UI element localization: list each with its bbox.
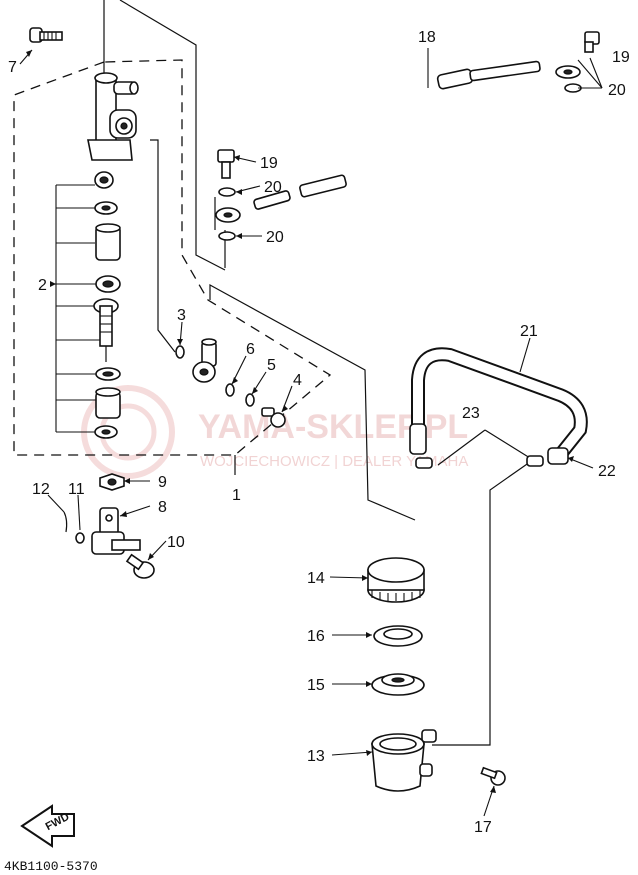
callout-23: 23 (462, 405, 480, 422)
callout-20-right: 20 (608, 82, 626, 99)
reservoir-hose-21 (409, 347, 588, 469)
callout-14: 14 (307, 570, 325, 587)
callout-12: 12 (32, 481, 50, 498)
callout-4: 4 (293, 372, 302, 389)
callout-1: 1 (232, 487, 241, 504)
reservoir-cap-14 (367, 557, 425, 603)
callout-labels: 7 2 3 6 5 4 9 8 1 12 11 10 18 19 20 19 2… (8, 29, 630, 836)
callout-15: 15 (307, 677, 325, 694)
watermark-title: YAMA-SKLEP.PL (198, 408, 468, 446)
diagram-code: 4KB1100-5370 (4, 859, 98, 874)
callout-18: 18 (418, 29, 436, 46)
bolt-7 (29, 27, 63, 43)
inlet-fitting (175, 338, 286, 428)
callout-16: 16 (307, 628, 325, 645)
leader-arrows (26, 50, 574, 793)
float-15 (371, 673, 425, 696)
callout-11: 11 (68, 481, 85, 498)
watermark-subtitle: WOJCIECHOWICZ | DEALER YAMAHA (200, 453, 468, 470)
reservoir-13 (371, 729, 437, 792)
callout-2: 2 (38, 277, 47, 294)
fwd-arrow-icon: FWD (20, 804, 75, 848)
callout-20-upper: 20 (264, 179, 282, 196)
piston-kit (93, 171, 121, 439)
callout-17: 17 (474, 819, 492, 836)
callout-13: 13 (307, 748, 325, 765)
group-2-bracket (55, 184, 100, 433)
callout-22: 22 (598, 463, 616, 480)
callout-3: 3 (177, 307, 186, 324)
diaphragm-16 (373, 625, 423, 647)
master-cylinder-body (87, 72, 139, 161)
banjo-bolts (217, 31, 600, 241)
screw-17 (480, 766, 506, 786)
callout-10: 10 (167, 534, 185, 551)
callout-21: 21 (520, 323, 538, 340)
callout-5: 5 (267, 357, 276, 374)
callout-19-right: 19 (612, 49, 630, 66)
brake-hose-18 (215, 60, 581, 223)
callout-9: 9 (158, 474, 167, 491)
callout-20-lower: 20 (266, 229, 284, 246)
callout-8: 8 (158, 499, 167, 516)
callout-19-left: 19 (260, 155, 278, 172)
callout-7: 7 (8, 59, 17, 76)
assembly-boundary (13, 59, 332, 456)
pushrod-assembly (63, 473, 155, 579)
callout-6: 6 (246, 341, 255, 358)
